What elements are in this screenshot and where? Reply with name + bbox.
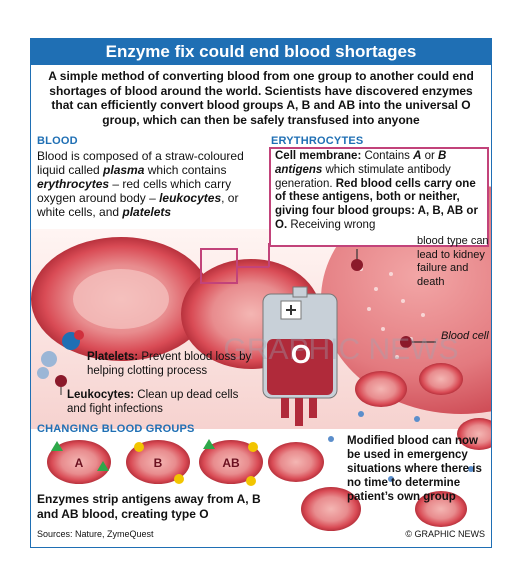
page-title: Enzyme fix could end blood shortages [31,39,491,65]
leukocyte-icon [55,375,67,395]
platelet-icon [37,330,84,379]
blood-bag [262,286,338,426]
cell-label-a: A [75,456,84,470]
credit: © GRAPHIC NEWS [405,529,485,539]
group-cell-ab [199,439,263,486]
changing-groups-heading: CHANGING BLOOD GROUPS [37,423,195,435]
intro-text: A simple method of converting blood from… [48,69,474,127]
sources: Sources: Nature, ZymeQuest [37,529,154,539]
infographic-panel: GRAPHIC NEWS O A B AB Enzyme fix could e… [30,38,492,548]
enzymes-note: Enzymes strip antigens away from A, B an… [37,492,261,521]
erythrocytes-description: Cell membrane: Contains A or B antigens … [275,150,478,231]
wrong-blood-note: blood type can lead to kidney failure an… [417,235,489,288]
cell-label-ab: AB [222,456,240,470]
cell-center [73,269,169,329]
bag-letter: O [291,339,311,369]
blood-heading: BLOOD [37,135,78,147]
cell-label-b: B [154,456,163,470]
erythrocytes-heading: ERYTHROCYTES [271,135,364,147]
group-cell-a [47,440,111,484]
scattered-blood-cells [301,363,491,531]
antigen-marker [351,249,363,271]
blood-cell-label: Blood cell [441,330,489,342]
platelets-note: Platelets: Prevent blood loss by helping… [87,351,252,377]
watermark: GRAPHIC NEWS [223,333,458,366]
antigen-marker [400,336,436,348]
modified-blood-note: Modified blood can now be used in emerge… [347,435,482,503]
leukocytes-note: Leukocytes: Clean up dead cells and figh… [67,389,239,415]
group-cell-b [126,440,190,484]
blood-description: Blood is composed of a straw-coloured li… [37,149,244,219]
illustration-layer: GRAPHIC NEWS O A B AB [31,184,491,531]
group-cell-o [268,442,324,482]
erythrocytes-info-box [269,147,489,247]
